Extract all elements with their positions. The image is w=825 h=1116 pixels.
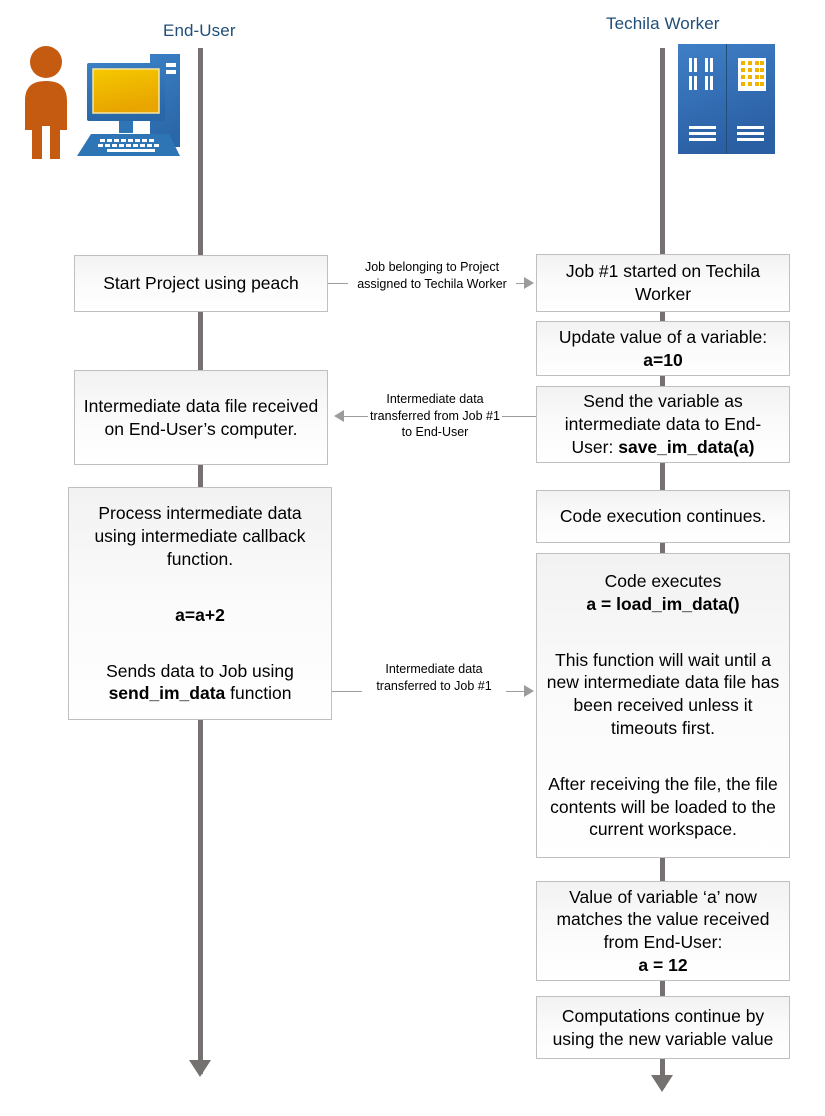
connector-im-to-job-label: Intermediate data transferred to Job #1 <box>362 661 506 694</box>
node-value-matches[interactable]: Value of variable ‘a’ now matches the va… <box>536 881 790 981</box>
lane-title-end-user: End-User <box>163 21 236 40</box>
lifeline-techila-worker-arrow-icon <box>651 1075 673 1092</box>
node-job-started[interactable]: Job #1 started on Techila Worker <box>536 254 790 312</box>
connector-im-to-enduser-label: Intermediate data transferred from Job #… <box>368 391 502 441</box>
node-update-variable[interactable]: Update value of a variable:a=10 <box>536 321 790 376</box>
node-process-intermediate[interactable]: Process intermediate data using intermed… <box>68 487 332 720</box>
node-job-started-text: Job #1 started on Techila Worker <box>565 261 761 304</box>
node-process-intermediate-text: Process intermediate data using intermed… <box>94 503 306 704</box>
node-send-variable[interactable]: Send the variable as intermediate data t… <box>536 386 790 463</box>
lane-title-techila-worker: Techila Worker <box>606 14 720 33</box>
connector-im-to-job-arrow-icon <box>524 685 534 697</box>
node-code-continues[interactable]: Code execution continues. <box>536 490 790 543</box>
node-send-variable-text: Send the variable as intermediate data t… <box>564 391 762 457</box>
node-intermediate-received[interactable]: Intermediate data file received on End-U… <box>74 370 328 465</box>
node-value-matches-text: Value of variable ‘a’ now matches the va… <box>556 886 770 975</box>
node-start-project[interactable]: Start Project using peach <box>74 255 328 312</box>
node-computations-continue[interactable]: Computations continue by using the new v… <box>536 996 790 1059</box>
node-computations-continue-text: Computations continue by using the new v… <box>552 1005 774 1049</box>
lifeline-end-user-arrow-icon <box>189 1060 211 1077</box>
node-intermediate-received-text: Intermediate data file received on End-U… <box>83 395 319 439</box>
connector-job-assigned-label: Job belonging to Project assigned to Tec… <box>348 259 516 292</box>
connector-job-assigned-arrow-icon <box>524 277 534 289</box>
node-code-continues-text: Code execution continues. <box>559 506 767 527</box>
node-start-project-text: Start Project using peach <box>103 273 299 294</box>
node-update-variable-text: Update value of a variable:a=10 <box>558 326 768 370</box>
server-rack-icon <box>678 44 775 154</box>
connector-im-to-enduser-arrow-icon <box>334 410 344 422</box>
person-with-desktop-computer-icon <box>12 44 197 162</box>
